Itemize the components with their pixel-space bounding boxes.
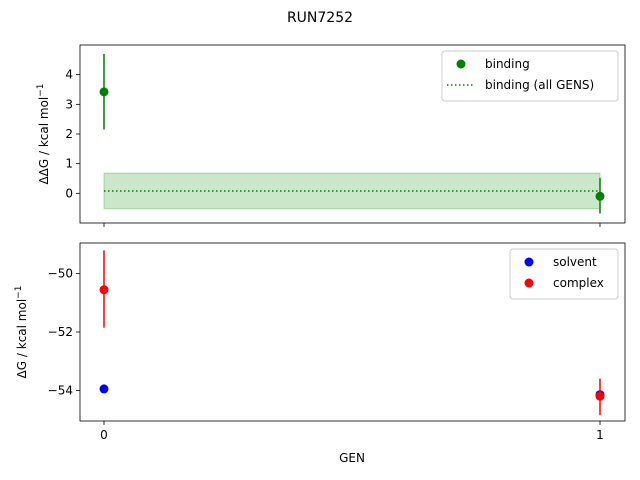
legend-marker <box>524 257 534 267</box>
legend-box <box>509 248 619 300</box>
chart-title: RUN7252 <box>287 10 353 26</box>
y-tick-label: −50 <box>48 267 73 281</box>
y-tick-label: 3 <box>65 97 73 111</box>
data-point <box>99 384 109 394</box>
axes-frame <box>79 44 626 224</box>
x-axis-label: GEN <box>339 451 365 465</box>
legend: solvent complex <box>509 248 619 300</box>
y-axis-label-exponent: −1 <box>14 286 24 299</box>
axes-frame <box>79 242 626 422</box>
y-tick-label: 1 <box>65 157 73 171</box>
x-tick-label: 0 <box>100 428 108 442</box>
panel-free-energy: −54 −52 −50 0 1 ΔG / kcal mol−1 solvent complex <box>14 242 626 442</box>
y-tick-label: −52 <box>48 325 73 339</box>
legend-marker <box>524 278 534 288</box>
legend-label: binding <box>485 57 530 71</box>
legend-label: binding (all GENS) <box>485 78 594 92</box>
y-axis-label-main: ΔΔG / kcal mol <box>37 97 51 185</box>
data-point <box>595 391 605 401</box>
y-axis-label: ΔG / kcal mol−1 <box>14 286 29 379</box>
data-point <box>99 87 109 97</box>
y-tick-label: 2 <box>65 127 73 141</box>
y-tick-label: 4 <box>65 68 73 82</box>
y-axis-label-exponent: −1 <box>36 83 46 96</box>
legend-label: complex <box>553 276 604 290</box>
legend-marker <box>456 59 466 69</box>
data-point <box>595 191 605 201</box>
x-tick-label: 1 <box>596 428 604 442</box>
y-tick-label: −54 <box>48 383 73 397</box>
data-point <box>99 285 109 295</box>
legend-box <box>441 50 619 102</box>
y-axis-label-main: ΔG / kcal mol <box>15 299 29 379</box>
legend: binding binding (all GENS) <box>441 50 619 102</box>
y-tick-label: 0 <box>65 186 73 200</box>
y-axis-label: ΔΔG / kcal mol−1 <box>36 83 51 184</box>
legend-label: solvent <box>553 255 597 269</box>
